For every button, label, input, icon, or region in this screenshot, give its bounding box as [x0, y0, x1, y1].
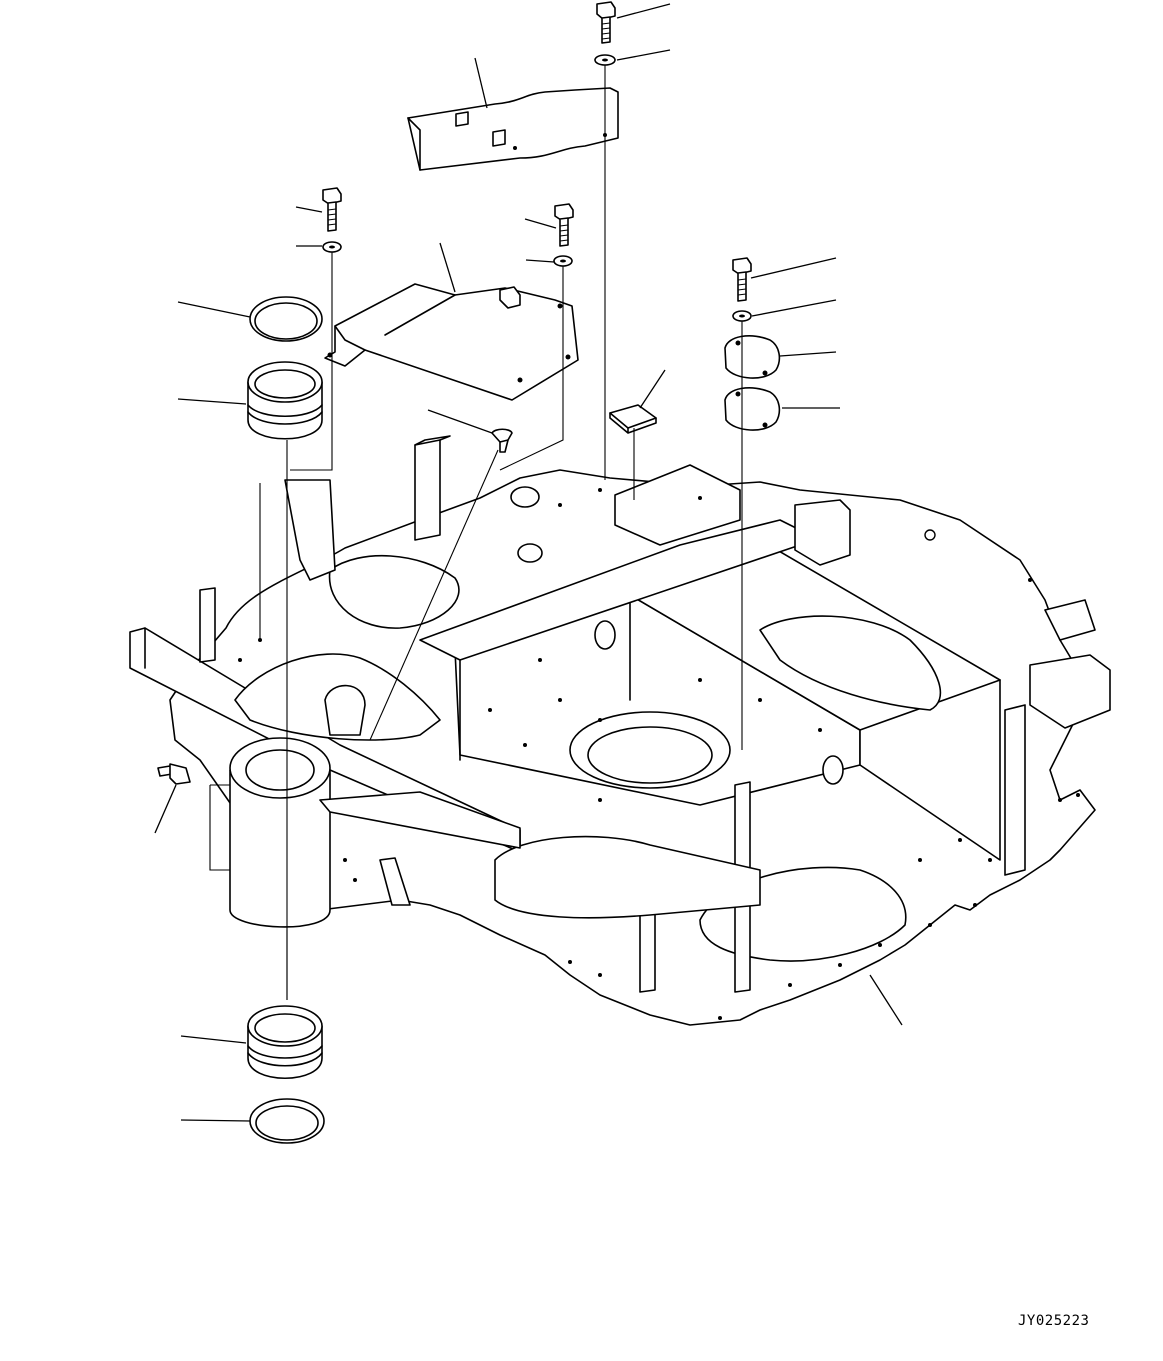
cover-plate-mid	[335, 284, 578, 400]
exploded-parts	[158, 2, 779, 1143]
drawing-number-label: JY025223	[1018, 1313, 1090, 1329]
leader-lines	[155, 4, 902, 1121]
bolt-center	[555, 204, 573, 246]
cover-cap-1	[725, 336, 779, 378]
bolt-right	[733, 258, 751, 301]
bushing-lower	[248, 1006, 322, 1078]
flat-screw	[492, 429, 512, 442]
assembly-lines	[210, 65, 742, 1000]
bolt-left	[323, 188, 341, 231]
grease-fitting	[158, 764, 190, 784]
revolving-frame	[130, 436, 1110, 1025]
frame-holes	[238, 488, 1080, 1020]
bushing-upper	[248, 362, 322, 439]
cover-plate-top	[408, 88, 618, 170]
cover-cap-2	[725, 388, 779, 430]
seal-ring-upper	[250, 297, 322, 341]
bolt-top	[597, 2, 615, 43]
